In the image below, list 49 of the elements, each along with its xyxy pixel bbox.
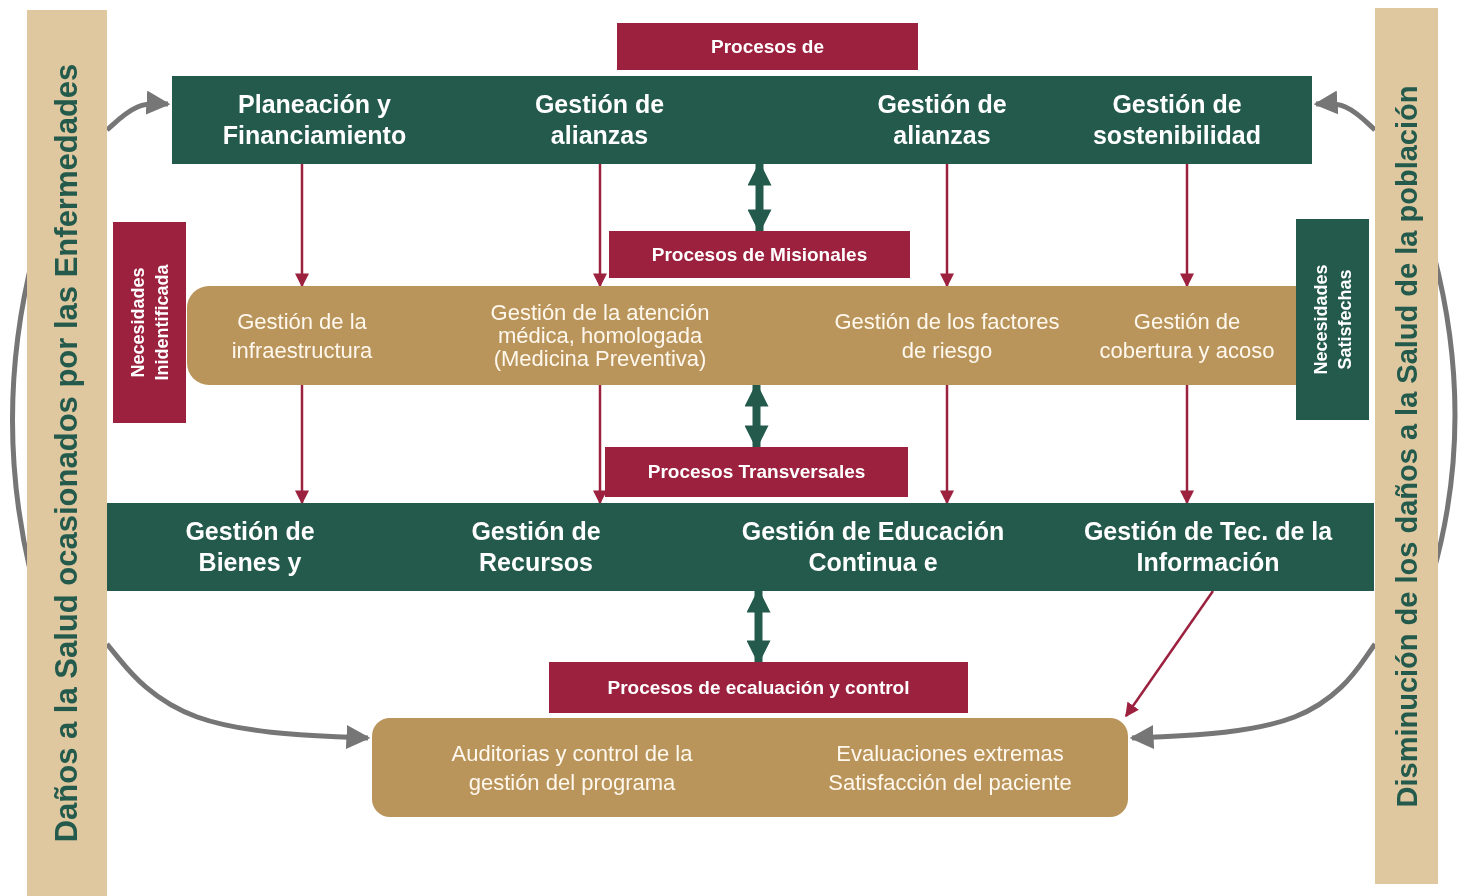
header-text: Procesos de Misionales [651, 243, 868, 266]
process-band [105, 503, 1374, 591]
banner-text: Disminución de los daños a la Salud de la población [1390, 85, 1423, 807]
process-label: Gestión de cobertura y acoso [1098, 307, 1276, 365]
process-label: Gestión de la atención médica, homologada (Medicina Preventiva) [489, 301, 711, 370]
header-text: Procesos Transversales [647, 461, 866, 483]
arrow [1313, 90, 1377, 132]
side-banner [1375, 8, 1438, 884]
arrow [105, 642, 371, 750]
arrow [747, 161, 772, 234]
section-header [617, 23, 918, 70]
process-label: Gestión de Bienes y [184, 516, 316, 578]
side-banner [27, 10, 107, 896]
process-label: Gestión de alianzas [533, 89, 666, 151]
arrow [940, 164, 954, 288]
header-text: Procesos de ecaluación y control [607, 676, 910, 699]
arrow [593, 164, 607, 288]
header-text: Procesos de [711, 35, 824, 58]
process-label: Auditorias y control de la gestión del programa [450, 739, 694, 797]
process-label: Planeación y Financiamiento [221, 89, 408, 151]
arrow [295, 164, 309, 288]
arrow [940, 385, 954, 505]
process-label: Gestión de Recursos [470, 516, 602, 578]
process-label: Gestión de alianzas [876, 89, 1008, 151]
arrow [746, 588, 771, 665]
needs-panel [113, 222, 186, 423]
arrow [1129, 642, 1378, 750]
panel-text: Necesidades Satisfechas [1309, 263, 1356, 377]
process-label: Gestión de Tec. de la Información [1082, 516, 1334, 578]
section-header [609, 231, 910, 278]
process-label: Gestión de sostenibilidad [1091, 89, 1263, 151]
arrow [295, 385, 309, 505]
section-header [605, 447, 908, 497]
arrow [593, 385, 607, 505]
process-band [172, 76, 1312, 164]
banner-text: Daños a la Salud ocasionados por las Enfermedades [49, 63, 85, 843]
panel-text: Necesidades Inidentificada [126, 263, 173, 383]
arrow [1180, 385, 1194, 505]
arrow [105, 90, 171, 132]
process-label: Gestión de la infraestructura [230, 307, 374, 365]
arrow [1124, 590, 1215, 718]
process-label: Gestión de los factores de riesgo [833, 307, 1061, 365]
process-band [372, 718, 1128, 817]
process-label: Evaluaciones extremas Satisfacción del paciente [827, 739, 1073, 797]
needs-panel [1296, 219, 1369, 420]
arrow [744, 382, 769, 450]
section-header [549, 662, 968, 713]
arrow [1180, 164, 1194, 288]
process-label: Gestión de Educación Continua e [740, 516, 1006, 578]
